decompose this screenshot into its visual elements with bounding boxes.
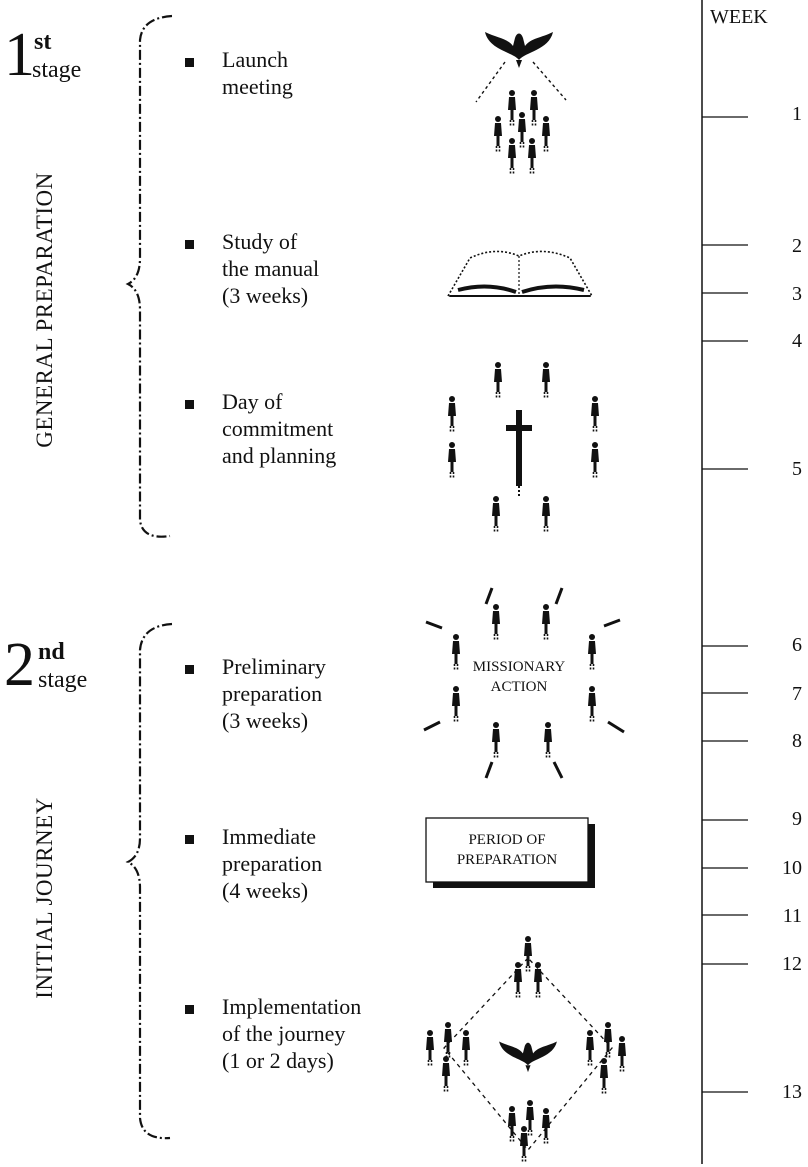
item-line: (4 weeks) <box>222 878 309 903</box>
week-label: 8 <box>792 730 802 752</box>
stage-2-word: stage <box>38 667 88 693</box>
missionary-action-caption: MISSIONARY ACTION <box>459 657 579 697</box>
item-line: Day of <box>222 389 283 414</box>
section-label-initial-journey: INITIAL JOURNEY <box>32 797 57 999</box>
item-line: Study of <box>222 229 298 254</box>
dove-over-people-icon <box>475 32 567 175</box>
week-label: 13 <box>782 1081 802 1103</box>
bullet-icon <box>185 835 194 844</box>
dove-among-groups-icon <box>425 935 627 1163</box>
list-item-day-of-commitment: Day of commitment and planning <box>222 388 336 469</box>
week-ticks <box>702 116 748 1093</box>
list-item-study-manual: Study of the manual (3 weeks) <box>222 228 319 309</box>
brace-stage-1 <box>125 14 173 538</box>
people-around-cross-icon <box>447 361 600 533</box>
item-line: preparation <box>222 681 323 706</box>
stage-2-number: 2 <box>4 631 35 699</box>
week-label: 11 <box>782 905 802 927</box>
bullet-icon <box>185 240 194 249</box>
stage-1-word: stage <box>32 57 82 83</box>
caption-line: MISSIONARY <box>472 659 566 675</box>
stage-1-number: 1 <box>4 21 35 89</box>
week-label: 5 <box>792 458 802 480</box>
item-line: the manual <box>222 256 320 281</box>
list-item-preliminary-preparation: Preliminary preparation (3 weeks) <box>222 653 326 734</box>
week-label: 10 <box>782 857 802 879</box>
item-line: Preliminary <box>222 654 326 679</box>
bullet-icon <box>185 1005 194 1014</box>
stage-1-suffix: st <box>34 29 52 55</box>
item-line: and planning <box>222 443 337 468</box>
caption-line: ACTION <box>490 679 548 695</box>
stage-2-suffix: nd <box>38 639 65 665</box>
item-line: commitment <box>222 416 334 441</box>
list-item-launch-meeting: Launch meeting <box>222 46 293 100</box>
week-label: 2 <box>792 235 802 257</box>
timeline-header: WEEK <box>710 6 768 28</box>
week-label: 3 <box>792 283 802 305</box>
bullet-icon <box>185 665 194 674</box>
week-label: 4 <box>792 330 802 352</box>
open-book-icon <box>446 250 594 297</box>
caption-line: PREPARATION <box>456 852 558 868</box>
item-line: (1 or 2 days) <box>222 1048 334 1073</box>
item-line: Implementation <box>222 994 362 1019</box>
period-of-preparation-box <box>425 817 595 888</box>
item-line: meeting <box>222 74 293 99</box>
bullet-icon <box>185 58 194 67</box>
item-line: (3 weeks) <box>222 283 309 308</box>
bullet-icon <box>185 400 194 409</box>
week-label: 7 <box>792 683 802 705</box>
item-line: of the journey <box>222 1021 346 1046</box>
week-label: 12 <box>782 953 802 975</box>
week-label: 1 <box>792 103 802 125</box>
period-of-preparation-caption: PERIOD OF PREPARATION <box>426 830 588 870</box>
caption-line: PERIOD OF <box>468 832 546 848</box>
week-label: 9 <box>792 808 802 830</box>
section-label-general-preparation: GENERAL PREPARATION <box>32 172 57 448</box>
item-line: Immediate <box>222 824 317 849</box>
missionary-action-icon <box>423 587 625 779</box>
week-label: 6 <box>792 634 802 656</box>
item-line: Launch <box>222 47 288 72</box>
item-line: (3 weeks) <box>222 708 309 733</box>
list-item-immediate-preparation: Immediate preparation (4 weeks) <box>222 823 322 904</box>
brace-stage-2 <box>125 622 173 1140</box>
list-item-implementation: Implementation of the journey (1 or 2 da… <box>222 993 361 1074</box>
item-line: preparation <box>222 851 323 876</box>
